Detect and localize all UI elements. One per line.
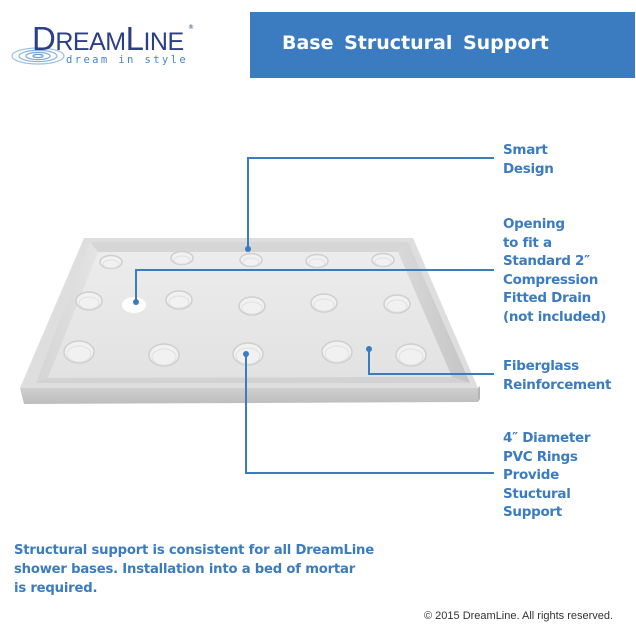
logo-tagline: dream in style: [66, 54, 189, 66]
dreamline-logo: DREAMLINE ® dream in style: [10, 22, 200, 72]
copyright-notice: © 2015 DreamLine. All rights reserved.: [424, 610, 614, 622]
water-ripple-icon: [11, 47, 65, 65]
leader-dot-fiberglass: [366, 346, 372, 352]
page-title: Base Structural Support: [282, 32, 549, 54]
callout-smart-design: Smart Design: [503, 142, 554, 177]
leader-dot-pvc-ring: [243, 351, 249, 357]
callout-drain-opening: Opening to fit a Standard 2″ Compression…: [503, 216, 607, 325]
logo-wordmark: DREAMLINE: [32, 20, 184, 57]
installation-note: Structural support is consistent for all…: [14, 543, 374, 596]
callout-fiberglass: Fiberglass Reinforcement: [503, 358, 612, 393]
callout-pvc-rings: 4″ Diameter PVC Rings Provide Stuctural …: [503, 430, 591, 520]
callout-leader-lines: [135, 157, 494, 474]
pvc-rings: [63, 250, 427, 367]
leader-dot-drain: [133, 299, 139, 305]
registered-mark: ®: [188, 24, 194, 31]
leader-dot-smart-design: [245, 246, 251, 252]
title-banner: Base Structural Support: [250, 12, 635, 78]
drain-opening: [122, 297, 146, 313]
